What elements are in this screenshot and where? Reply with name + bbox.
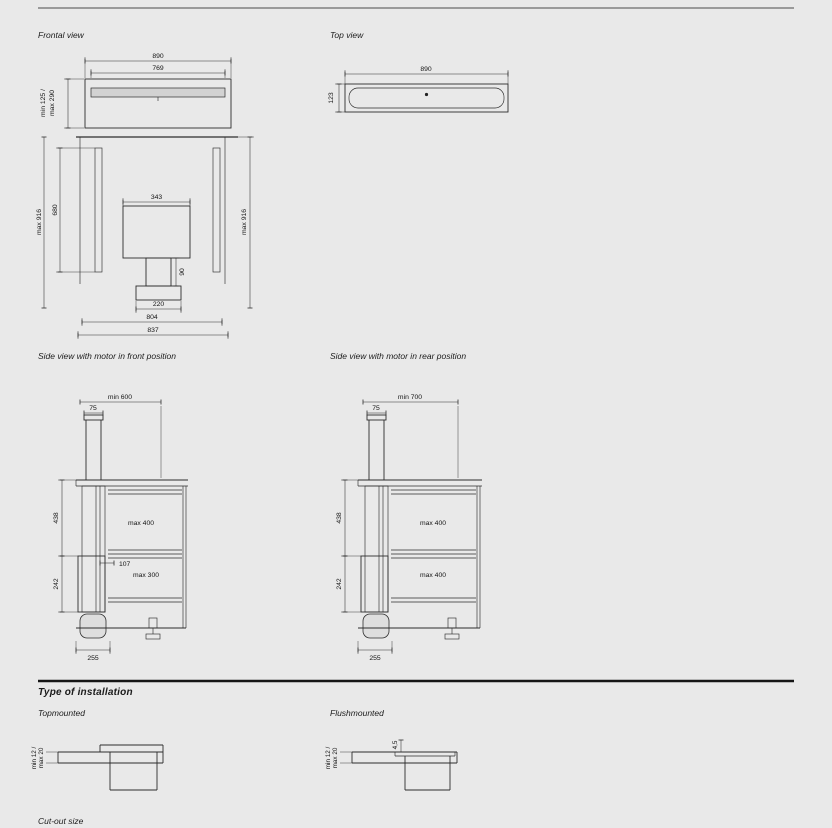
unit-column [81,485,106,613]
sr-dim-max400-upper: max 400 [420,520,446,527]
motor-neck [145,257,172,287]
right-bracket [212,147,221,273]
cutout-size-title: Cut-out size [38,816,84,826]
caster-foot [362,613,390,639]
hood-cap [83,414,104,421]
sf-dim-min600: min 600 [108,394,132,401]
frontal-view-title: Frontal view [38,30,84,40]
motor-box [122,205,191,259]
frontal-dim-max916-right: max 916 [241,209,248,235]
sf-dim-438: 438 [53,512,60,524]
frontal-dim-804: 804 [146,314,158,321]
installation-heading: Type of installation [38,687,133,698]
top-dim-123: 123 [328,92,335,104]
flushmounted-drawing: 4,5 min 12 / max 20 [325,739,458,791]
left-bracket [94,147,103,273]
hood-inlet-top [348,87,505,109]
sr-dim-242: 242 [336,578,343,590]
page-rules [38,7,794,683]
sf-dim-max300: max 300 [133,572,159,579]
frontal-dim-90: 90 [179,268,186,276]
frontal-dim-220: 220 [153,301,165,308]
side-rear-title: Side view with motor in rear position [330,351,467,361]
topmounted-dim-line1: min 12 / [31,747,38,770]
top-view-drawing: 890 123 [328,66,509,113]
adjustable-foot [148,617,158,629]
topmounted-dim-line2: max 20 [38,747,45,768]
sf-dim-107: 107 [119,561,131,568]
hood-outline-top [344,83,509,113]
caster-foot [79,613,107,639]
unit-column [364,485,389,613]
frontal-dim-680: 680 [52,204,59,216]
flushmounted-dim-45: 4,5 [392,740,399,749]
sf-dim-75: 75 [89,405,97,412]
sr-dim-75: 75 [372,405,380,412]
side-front-title: Side view with motor in front position [38,351,176,361]
motor-housing [77,555,106,613]
top-dim-890: 890 [420,66,432,73]
topmounted-title: Topmounted [38,708,85,718]
frontal-dim-max916-left: max 916 [36,209,43,235]
frontal-view-drawing: 890 769 min 125 / max 290 max 916 680 ma… [36,53,254,339]
frontal-dim-769: 769 [152,65,164,72]
sf-dim-242: 242 [53,578,60,590]
sf-dim-max400: max 400 [128,520,154,527]
hood-cap [366,414,387,421]
side-rear-drawing: min 700 75 max 400 [336,394,482,662]
sr-dim-max400-lower: max 400 [420,572,446,579]
control-dot [424,92,429,97]
sf-dim-255: 255 [87,655,99,662]
frontal-dim-min125-line2: max 290 [49,90,56,116]
frontal-dim-min125-line1: min 125 / [40,89,47,117]
flushmounted-dim-line1: min 12 / [325,747,332,770]
sr-dim-255: 255 [369,655,381,662]
side-front-drawing: min 600 75 max 400 [53,394,188,662]
sr-dim-min700: min 700 [398,394,422,401]
sr-dim-438: 438 [336,512,343,524]
frontal-dim-890: 890 [152,53,164,60]
top-view-title: Top view [330,30,364,40]
flushmounted-title: Flushmounted [330,708,384,718]
motor-base [135,285,182,301]
adjustable-foot [447,617,457,629]
hood-body [84,78,232,129]
flushmounted-dim-line2: max 20 [332,747,339,768]
frontal-dim-343: 343 [151,194,163,201]
frontal-dim-837: 837 [147,327,159,334]
hood-inlet-band [90,87,226,98]
topmounted-drawing: min 12 / max 20 [31,744,164,791]
motor-housing [360,555,389,613]
